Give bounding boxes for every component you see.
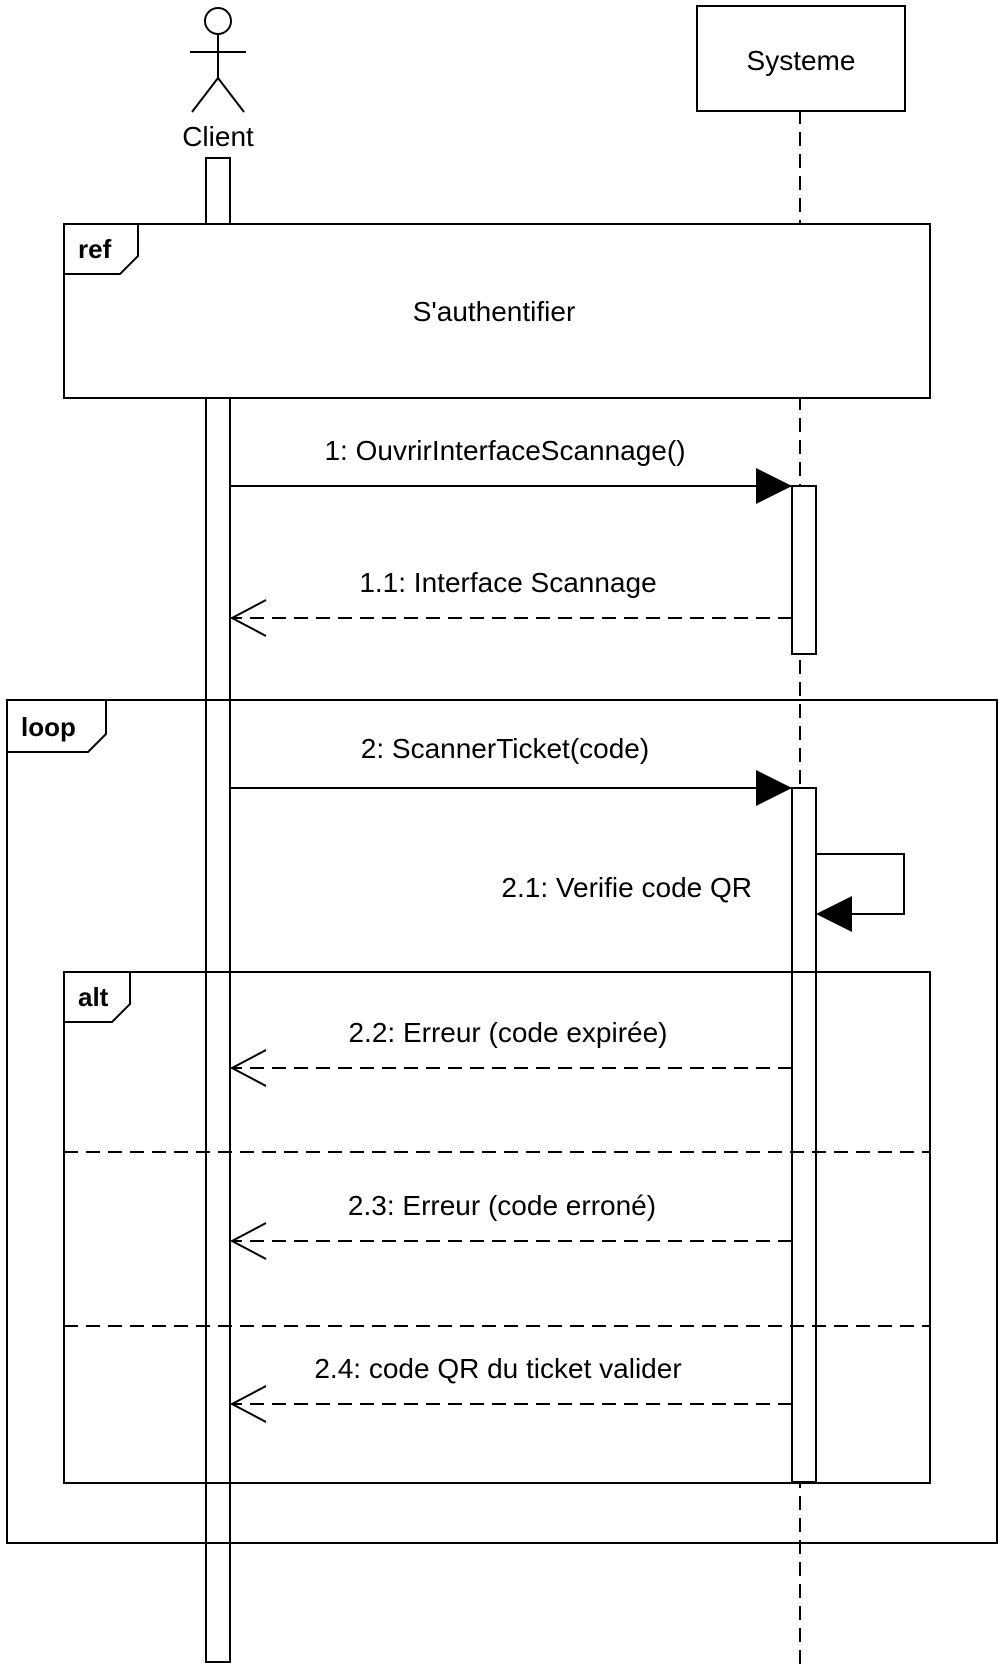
message-1-label: 1: OuvrirInterfaceScannage() [324,435,685,466]
ref-fragment: ref S'authentifier [63,223,931,399]
message-2-3: 2.3: Erreur (code erroné) [229,1190,792,1260]
message-1-1-label: 1.1: Interface Scannage [359,567,656,598]
message-2-1: 2.1: Verifie code QR [501,853,905,932]
ref-operator-label: ref [78,234,112,264]
alt-fragment: alt [63,971,931,1484]
alt-operator-label: alt [78,982,109,1012]
systeme-activation-bar-2 [791,787,817,1483]
client-activation-bar [205,157,231,1663]
client-actor: Client [182,7,254,152]
message-2-3-label: 2.3: Erreur (code erroné) [348,1190,656,1221]
message-2-label: 2: ScannerTicket(code) [361,733,649,764]
message-1-1: 1.1: Interface Scannage [229,567,792,637]
message-2-2: 2.2: Erreur (code expirée) [229,1017,792,1087]
loop-fragment: loop [6,699,998,1544]
message-2-1-label: 2.1: Verifie code QR [501,872,752,903]
loop-operator-label: loop [21,712,76,742]
systeme-label: Systeme [747,45,856,76]
client-label: Client [182,121,254,152]
stick-figure-icon [190,7,246,113]
message-2-4-label: 2.4: code QR du ticket valider [314,1353,681,1384]
message-2: 2: ScannerTicket(code) [230,733,792,806]
ref-text: S'authentifier [413,296,576,327]
systeme-participant: Systeme [696,5,906,112]
message-2-2-label: 2.2: Erreur (code expirée) [348,1017,667,1048]
message-2-4: 2.4: code QR du ticket valider [229,1353,792,1423]
systeme-activation-bar-1 [791,485,817,655]
message-1: 1: OuvrirInterfaceScannage() [230,435,792,504]
